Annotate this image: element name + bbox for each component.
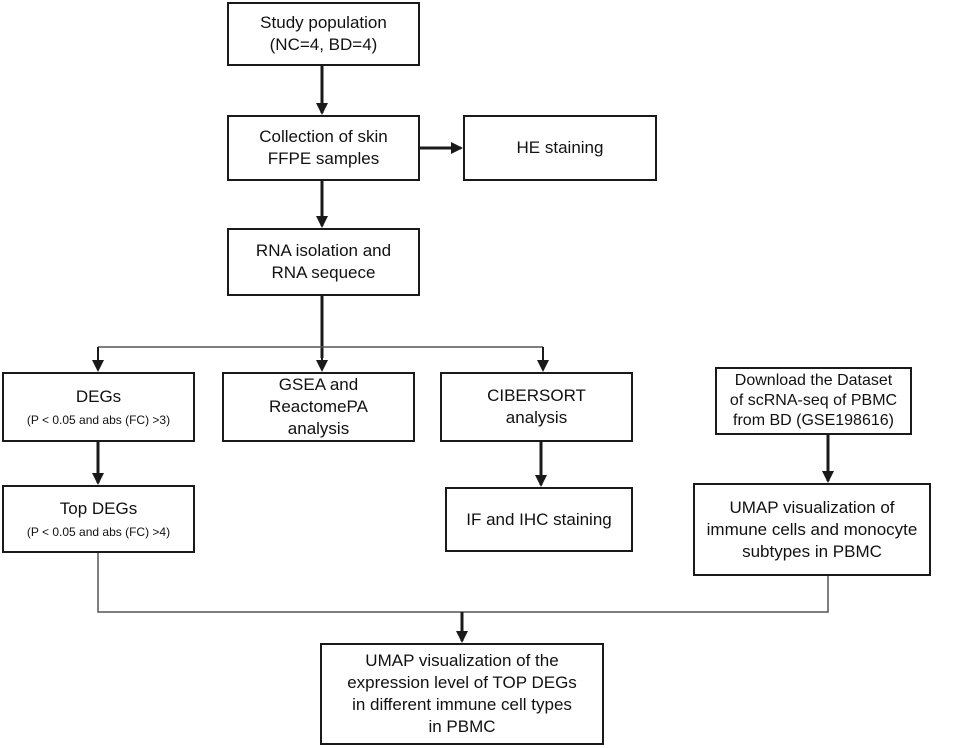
umap-expression-line-1: UMAP visualization of the [365, 651, 559, 670]
collection-line-2: FFPE samples [267, 149, 380, 168]
top-degs-box: Top DEGs (P < 0.05 and abs (FC) >4) [2, 485, 195, 553]
study-population-box: Study population (NC=4, BD=4) [227, 2, 420, 66]
study-population-counts: (NC=4, BD=4) [269, 35, 378, 54]
study-population-title: Study population [260, 13, 387, 32]
cibersort-line-2: analysis [505, 408, 568, 427]
rna-line-1: RNA isolation and [255, 241, 392, 260]
rna-line-2: RNA sequece [271, 263, 376, 282]
collection-line-1: Collection of skin [259, 127, 388, 146]
he-staining-box: HE staining [463, 115, 657, 181]
top-degs-criteria: (P < 0.05 and abs (FC) >4) [26, 525, 171, 539]
download-dataset-box: Download the Dataset of scRNA-seq of PBM… [715, 367, 912, 435]
degs-title: DEGs [75, 387, 122, 406]
umap-expression-box: UMAP visualization of the expression lev… [320, 643, 604, 745]
rna-box: RNA isolation and RNA sequece [227, 228, 420, 296]
top-degs-title: Top DEGs [59, 499, 138, 518]
merge-topdegs-line [97, 553, 462, 613]
degs-criteria: (P < 0.05 and abs (FC) >3) [26, 413, 171, 427]
cibersort-box: CIBERSORT analysis [440, 372, 633, 442]
gsea-line-3: analysis [287, 419, 350, 438]
umap-immune-line-3: subtypes in PBMC [742, 541, 882, 561]
degs-box: DEGs (P < 0.05 and abs (FC) >3) [2, 372, 195, 442]
collection-box: Collection of skin FFPE samples [227, 115, 420, 181]
umap-expression-line-4: in PBMC [428, 717, 496, 736]
if-ihc-label: IF and IHC staining [466, 509, 612, 529]
cibersort-line-1: CIBERSORT [487, 386, 586, 405]
he-staining-label: HE staining [516, 138, 604, 157]
umap-immune-line-1: UMAP visualization of [729, 497, 895, 517]
download-line-2: of scRNA-seq of PBMC [729, 392, 898, 409]
umap-immune-line-2: immune cells and monocyte [706, 519, 918, 539]
umap-immune-box: UMAP visualization of immune cells and m… [693, 483, 931, 576]
if-ihc-box: IF and IHC staining [445, 487, 633, 552]
umap-expression-line-2: expression level of TOP DEGs [347, 673, 577, 692]
gsea-line-1: GSEA and [278, 375, 359, 394]
gsea-box: GSEA and ReactomePA analysis [222, 372, 415, 442]
merge-umap-line [462, 576, 829, 613]
gsea-line-2: ReactomePA [269, 397, 368, 416]
download-line-3: from BD (GSE198616) [733, 412, 894, 429]
download-line-1: Download the Dataset [734, 372, 893, 389]
umap-expression-line-3: in different immune cell types [352, 695, 572, 714]
